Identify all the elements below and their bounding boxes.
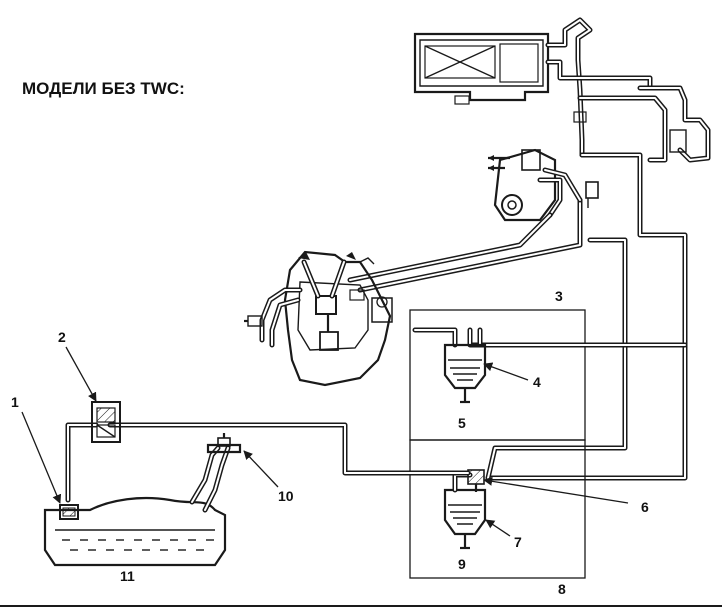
intake-manifold (244, 287, 303, 348)
component-4-separator (412, 327, 688, 404)
callout-6: 6 (641, 499, 649, 515)
callout-2: 2 (58, 329, 66, 345)
callout-7: 7 (514, 534, 522, 550)
component-1-rollover-valve (59, 504, 79, 520)
callout-5: 5 (458, 415, 466, 431)
group-box-8 (409, 439, 586, 579)
leader-lines (21, 346, 629, 537)
evap-line-canister (65, 422, 471, 503)
air-cleaner (413, 32, 550, 105)
diagram-heading: МОДЕЛИ БЕЗ TWC: (22, 79, 185, 98)
air-intake-duct (545, 17, 711, 163)
callout-11: 11 (120, 568, 135, 584)
fuel-tank (43, 445, 231, 567)
throttle-body (488, 148, 599, 222)
component-10-filler-cap (206, 433, 242, 454)
callout-4: 4 (533, 374, 541, 390)
callout-8: 8 (558, 581, 566, 597)
component-6-valve (467, 469, 485, 492)
callout-10: 10 (278, 488, 294, 504)
component-7-separator (443, 472, 487, 550)
engine (283, 250, 393, 387)
component-2-valve (91, 401, 121, 443)
callout-9: 9 (458, 556, 466, 572)
vacuum-lines (347, 152, 688, 481)
callout-1: 1 (11, 394, 19, 410)
callout-3: 3 (555, 288, 563, 304)
